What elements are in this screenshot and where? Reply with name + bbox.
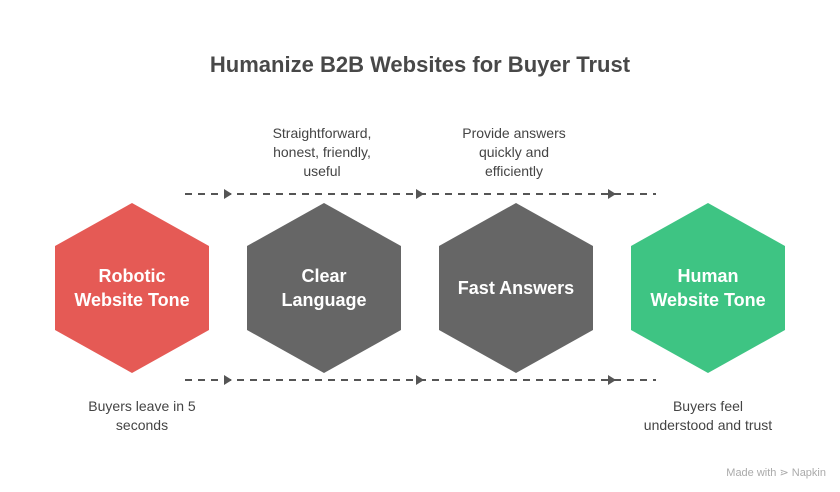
arrow-icon <box>416 375 424 385</box>
arrow-icon <box>224 189 232 199</box>
arrow-icon <box>608 375 616 385</box>
top-note-clear: Straightforward,honest, friendly,useful <box>272 125 372 179</box>
hexagon-human-tone <box>631 203 785 373</box>
hexagon-clear-language <box>247 203 401 373</box>
hexagon-fast-answers <box>439 203 593 373</box>
arrow-icon <box>224 375 232 385</box>
arrow-icon <box>608 189 616 199</box>
diagram-title: Humanize B2B Websites for Buyer Trust <box>209 52 631 77</box>
napkin-branding[interactable]: Made with ⋗ Napkin <box>726 467 826 479</box>
step-label-fast: Fast Answers <box>457 278 575 298</box>
arrow-icon <box>416 189 424 199</box>
hexagon-robotic-tone <box>55 203 209 373</box>
